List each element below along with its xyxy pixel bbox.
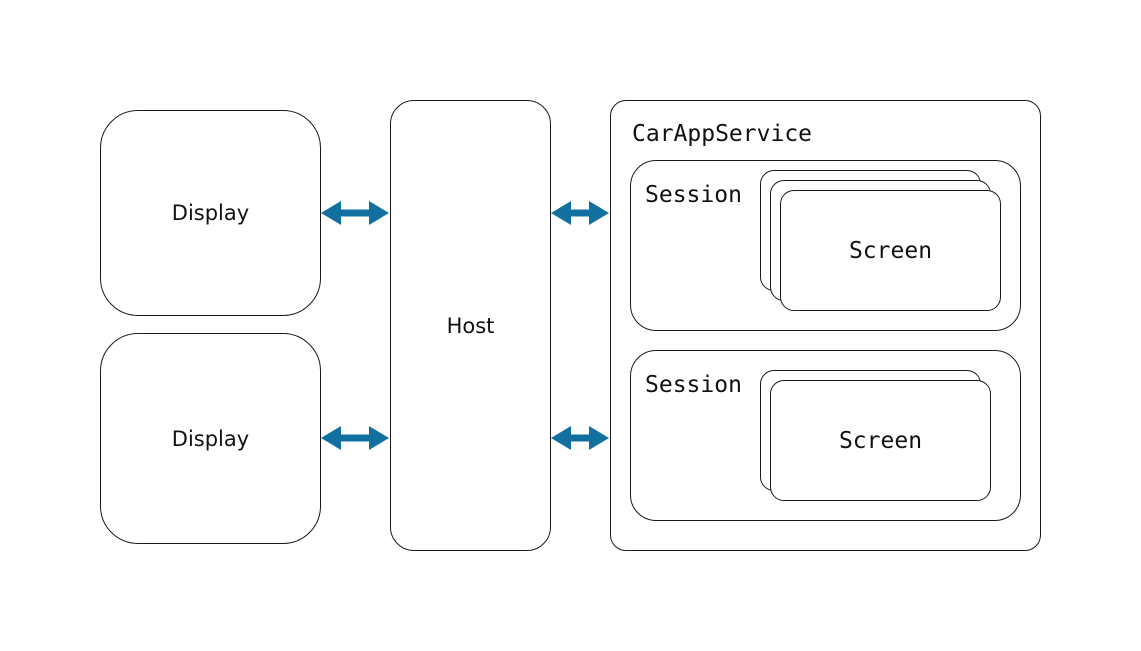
- display-label-2: Display: [171, 426, 250, 451]
- screen-label-2: Screen: [838, 427, 923, 454]
- session-label-1: Session: [645, 182, 742, 208]
- arrow-host-session1: [551, 201, 609, 225]
- screen-card-2: Screen: [770, 380, 991, 501]
- car-app-service-title: CarAppService: [632, 121, 813, 147]
- host-box: Host: [390, 100, 551, 551]
- display-box-2: Display: [100, 333, 321, 544]
- host-label: Host: [446, 313, 495, 338]
- display-box-1: Display: [100, 110, 321, 316]
- display-label-1: Display: [171, 201, 250, 225]
- screen-label-1: Screen: [848, 237, 933, 264]
- arrow-host-session2: [551, 426, 609, 450]
- session-label-2: Session: [645, 372, 742, 398]
- arrow-display1-host: [321, 201, 389, 225]
- screen-card-1: Screen: [780, 190, 1001, 311]
- arrow-display2-host: [321, 426, 389, 450]
